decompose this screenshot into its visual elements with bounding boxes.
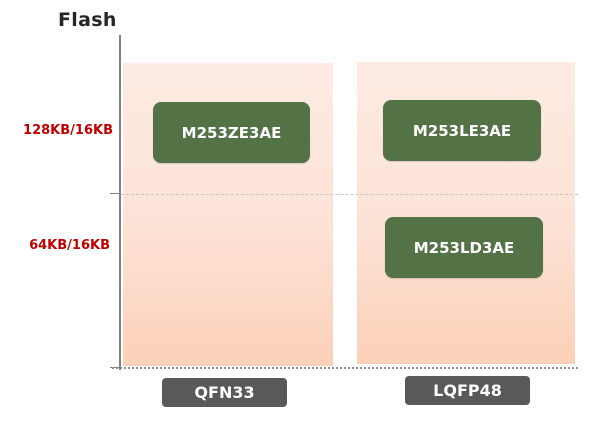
- row-divider-gridline: [121, 194, 578, 195]
- part-chip-m253ze3ae: M253ZE3AE: [153, 102, 310, 163]
- y-axis-tick-mid: [110, 193, 120, 194]
- part-chip-m253le3ae: M253LE3AE: [383, 100, 541, 161]
- y-axis-line: [119, 35, 121, 370]
- package-label-lqfp48: LQFP48: [405, 376, 530, 405]
- row-label-128kb: 128KB/16KB: [23, 123, 113, 138]
- package-label-qfn33: QFN33: [162, 378, 287, 407]
- x-axis-baseline: [112, 367, 578, 369]
- row-label-64kb: 64KB/16KB: [29, 238, 110, 253]
- part-chip-m253ld3ae: M253LD3AE: [385, 217, 543, 278]
- axis-title-flash: Flash: [58, 9, 117, 31]
